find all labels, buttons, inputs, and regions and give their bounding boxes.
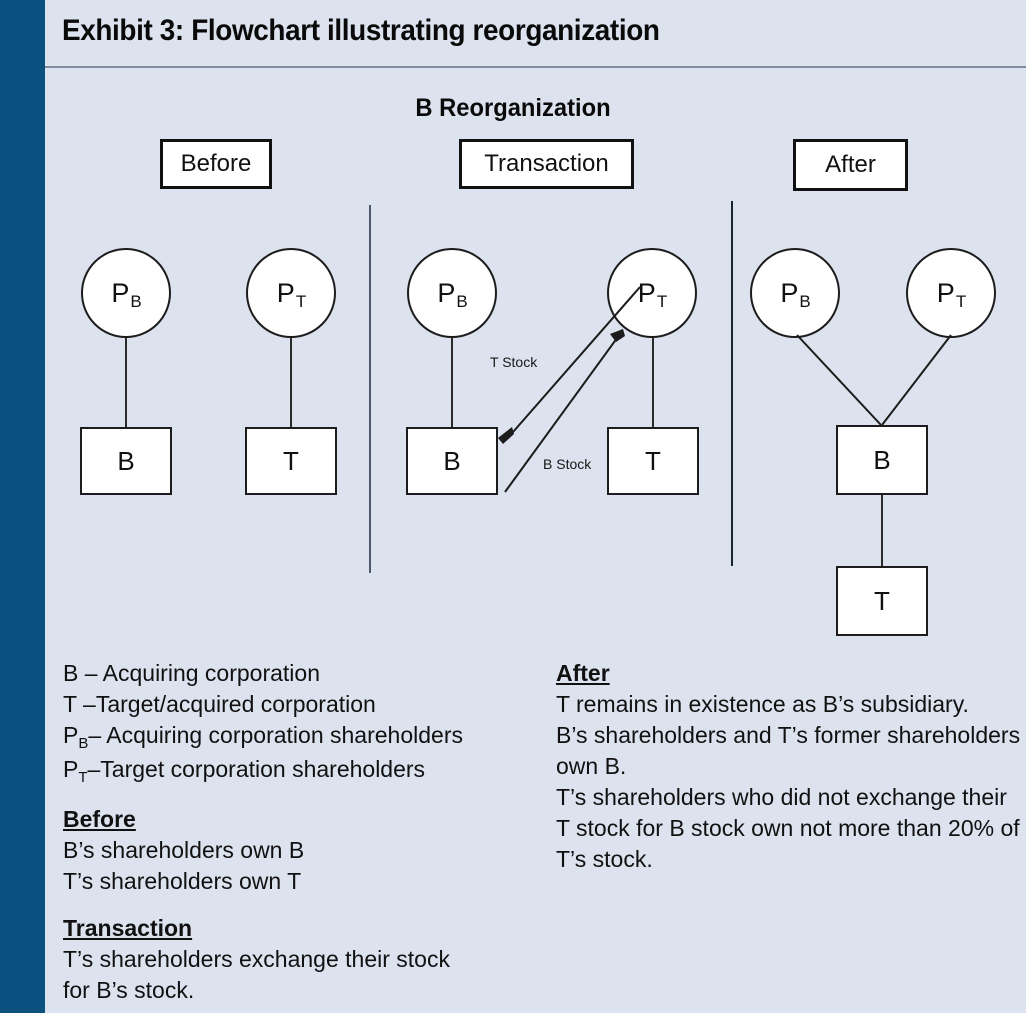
legend-after-line-5: T stock for B stock own not more than 20… [556,815,1020,841]
exhibit-header: Exhibit 3: Flowchart illustrating reorga… [45,0,1026,67]
legend-spacer [63,897,533,913]
legend-before-line-1: B’s shareholders own B [63,837,305,863]
connector-transaction-pb-b [451,337,453,427]
page-title: Exhibit 3: Flowchart illustrating reorga… [62,14,660,47]
connector-transaction-pt-t [652,337,654,427]
node-after-pb: PB [750,248,840,338]
node-before-b-label: B [117,445,135,476]
arrow-label-t-stock: T Stock [490,354,538,370]
legend-after-line-1: T remains in existence as B’s subsidiary… [556,691,969,717]
node-transaction-pt: PT [607,248,697,338]
node-after-b-label: B [873,444,891,475]
legend-after-line-3: own B. [556,753,627,779]
node-transaction-t: T [607,427,699,495]
node-transaction-t-label: T [645,445,661,476]
node-before-b: B [80,427,172,495]
legend-after-line-2: B’s shareholders and T’s former sharehol… [556,722,1021,748]
arrow-label-b-stock: B Stock [543,456,592,472]
node-after-t: T [836,566,928,636]
connector-after-pt-b [881,334,952,426]
legend-spacer [63,788,533,804]
phase-label-transaction: Transaction [459,139,634,189]
node-before-pt: PT [246,248,336,338]
section-divider-right [731,201,733,566]
node-before-pt-label: PT [276,277,307,311]
node-transaction-pb: PB [407,248,497,338]
accent-bar [0,0,45,1013]
node-before-pb: PB [81,248,171,338]
section-divider-left [369,205,371,573]
phase-label-before: Before [160,139,272,189]
legend-heading-after: After [556,660,610,686]
node-before-t-label: T [283,445,299,476]
legend-key-pb: PB– Acquiring corporation shareholders [63,722,463,752]
node-after-b: B [836,425,928,495]
node-transaction-b-label: B [443,445,461,476]
node-after-t-label: T [874,585,890,616]
phase-label-after: After [793,139,908,191]
legend-after-line-6: T’s stock. [556,846,653,872]
node-after-pt-label: PT [936,277,967,311]
legend-heading-transaction: Transaction [63,915,193,941]
legend-transaction-line-2: for B’s stock. [63,977,195,1003]
node-before-t: T [245,427,337,495]
connector-after-pb-b [796,334,882,426]
legend-right-column: After T remains in existence as B’s subs… [556,658,1021,875]
legend-after-line-4: T’s shareholders who did not exchange th… [556,784,1007,810]
legend-before-line-2: T’s shareholders own T [63,868,302,894]
header-divider [45,66,1026,68]
node-transaction-pt-label: PT [637,277,668,311]
legend-transaction-line-1: T’s shareholders exchange their stock [63,946,450,972]
node-after-pb-label: PB [780,277,811,311]
node-before-pb-label: PB [111,277,142,311]
legend-key-b: B – Acquiring corporation [63,660,320,686]
legend-key-t: T –Target/acquired corporation [63,691,376,717]
legend-left-column: B – Acquiring corporation T –Target/acqu… [63,658,533,1006]
connector-after-b-t [881,495,883,566]
legend-heading-before: Before [63,806,136,832]
connector-before-pb-b [125,337,127,427]
node-transaction-b: B [406,427,498,495]
connector-before-pt-t [290,337,292,427]
legend-key-pt: PT–Target corporation shareholders [63,756,426,786]
node-transaction-pb-label: PB [437,277,468,311]
node-after-pt: PT [906,248,996,338]
diagram-title: B Reorganization [415,94,611,122]
